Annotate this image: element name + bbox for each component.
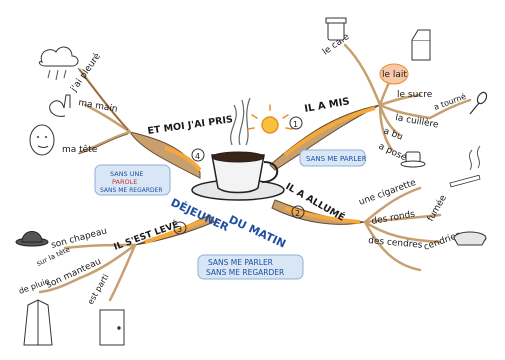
leaf-est-parti: est parti (86, 273, 110, 306)
svg-text:2: 2 (295, 209, 300, 218)
svg-text:SANS ME REGARDER: SANS ME REGARDER (206, 268, 284, 277)
door-icon (99, 309, 125, 346)
leaf-le-sucre: le sucre (397, 90, 433, 100)
rain-cloud-icon (38, 46, 79, 81)
leaf-de-pluie: de pluie (18, 276, 51, 295)
branch-label-il-a-mis: IL A MIS (304, 96, 351, 115)
spoon-icon (469, 91, 488, 115)
branch-number-il-a-mis: 1 (289, 116, 303, 130)
leaf-des-cendres: des cendres (368, 236, 423, 251)
coat-icon (23, 299, 53, 346)
svg-text:1: 1 (293, 120, 298, 129)
sun-icon (247, 104, 293, 134)
note-sans-une-parole: SANS UNE PAROLE SANS ME REGARDER (94, 164, 171, 196)
leaf-le-lait: le lait (382, 70, 407, 80)
face-icon (29, 124, 55, 156)
note-sans-me-parler-top: SANS ME PARLER (299, 149, 367, 167)
hand-icon (49, 94, 71, 117)
ashtray-icon (453, 231, 487, 246)
branch-label-et-moi: ET MOI J'AI PRIS (147, 114, 234, 137)
svg-text:SANS ME REGARDER: SANS ME REGARDER (100, 187, 163, 194)
svg-text:SANS UNE: SANS UNE (110, 170, 143, 178)
svg-text:SANS ME PARLER: SANS ME PARLER (306, 155, 367, 163)
sub-branch-outlines-left (77, 67, 129, 155)
branch-number-il-a-allume: 2 (291, 205, 305, 219)
cigarette-icon (449, 174, 481, 188)
steam-icon (230, 97, 251, 146)
sub-branches-il-s-est-leve (38, 243, 137, 302)
milk-carton-icon (411, 29, 431, 61)
sub-branches-il-a-allume (363, 186, 442, 272)
smoke-icon (468, 145, 481, 171)
cup-icon (400, 151, 426, 168)
svg-text:4: 4 (195, 152, 200, 161)
branch-number-et-moi: 4 (191, 148, 205, 162)
leaf-ma-tete: ma tête (62, 144, 98, 155)
coffee-cup-icon (191, 151, 285, 201)
coffee-jar-icon (325, 17, 347, 41)
svg-text:PAROLE: PAROLE (112, 178, 137, 186)
svg-text:3: 3 (177, 225, 182, 234)
branch-number-il-s-est-leve: 3 (173, 221, 187, 235)
svg-text:SANS ME PARLER: SANS ME PARLER (208, 258, 273, 267)
leaf-a-pose: a posé (377, 141, 409, 164)
center-title-line2: DU MATIN (227, 213, 288, 251)
note-sans-me-parler-bottom: SANS ME PARLER SANS ME REGARDER (197, 254, 304, 280)
lait-highlight (379, 63, 409, 85)
hat-icon (15, 231, 49, 247)
leaf-fumee: fumée (425, 193, 449, 224)
